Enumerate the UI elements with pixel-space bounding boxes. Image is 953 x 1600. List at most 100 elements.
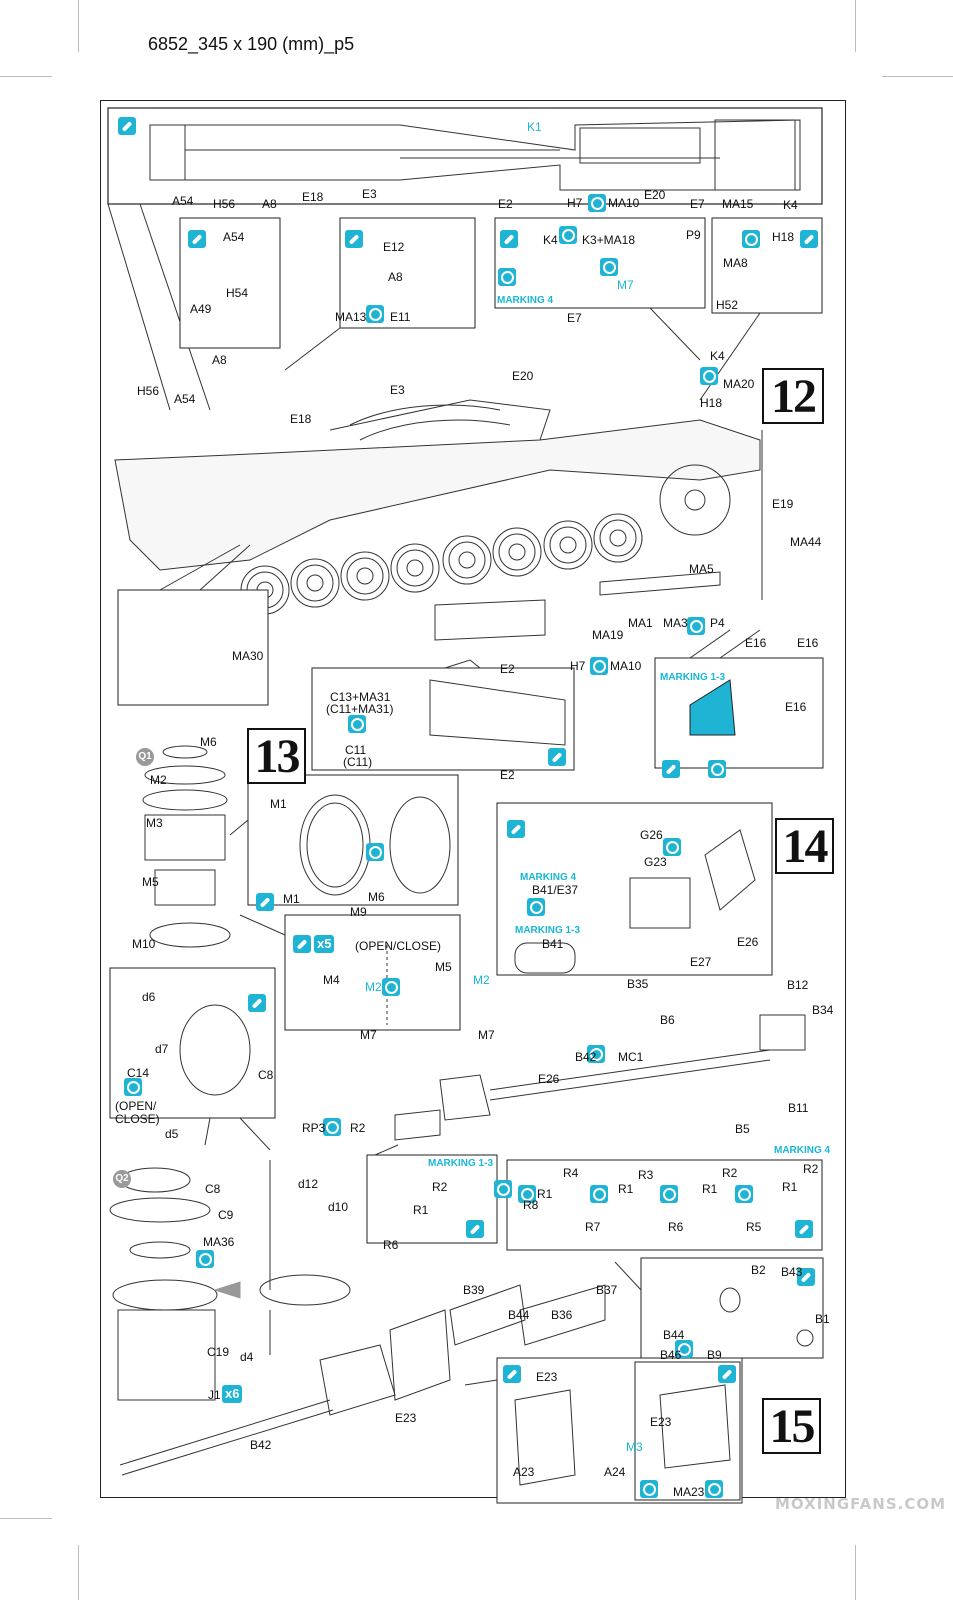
crop-mark [0, 76, 52, 77]
marking-4-label: MARKING 4 [774, 1145, 831, 1156]
part-label: A54 [174, 392, 196, 406]
part-label: MA36 [203, 1235, 235, 1249]
part-label: E2 [500, 662, 515, 676]
part-label: B41/E37 [532, 883, 579, 897]
paint-icon [660, 1185, 678, 1203]
marking-4-label: MARKING 4 [497, 295, 554, 306]
paint-icon [663, 838, 681, 856]
part-label: M3 [626, 1440, 643, 1454]
page-header: 6852_345 x 190 (mm)_p5 [148, 34, 355, 54]
part-label: P9 [686, 228, 701, 242]
part-label: A8 [262, 197, 277, 211]
part-label: B1 [815, 1312, 830, 1326]
part-label: E20 [644, 188, 666, 202]
part-label: (C11) [343, 755, 373, 769]
marking-1-3-label: MARKING 1-3 [428, 1158, 494, 1169]
x6-multiplier: x6 [222, 1385, 243, 1403]
road-wheel [340, 551, 390, 601]
part-label: C14 [127, 1066, 150, 1080]
road-wheel [390, 543, 440, 593]
part-label: MA20 [723, 377, 755, 391]
road-wheel [508, 543, 526, 561]
road-wheel [549, 526, 587, 564]
paint-icon [587, 1045, 605, 1063]
part-label: R2 [722, 1166, 738, 1180]
part-label: M5 [435, 960, 452, 974]
part-label: A54 [172, 194, 194, 208]
part-label: B43 [781, 1265, 803, 1279]
part-label: MA5 [689, 562, 714, 576]
part-label: MA10 [608, 196, 640, 210]
part-label: E19 [772, 497, 794, 511]
road-wheel [593, 513, 643, 563]
crop-mark [78, 0, 79, 52]
part-label: d12 [298, 1177, 319, 1191]
part-label: B46 [660, 1348, 682, 1362]
part-label: d7 [155, 1042, 169, 1056]
part-label: M2 [365, 980, 382, 994]
part-label: M2 [150, 773, 167, 787]
paint-icon [366, 843, 384, 861]
part-label: E26 [538, 1072, 560, 1086]
part-label: M6 [200, 735, 217, 749]
part-label: C8 [258, 1068, 274, 1082]
glue-icon [118, 117, 136, 135]
part-label: E3 [362, 187, 377, 201]
road-wheel [442, 535, 492, 585]
paint-icon [640, 1480, 658, 1498]
part-label: B37 [596, 1283, 618, 1297]
paint-icon [498, 268, 516, 286]
part-label: M7 [617, 278, 634, 292]
crop-mark [855, 0, 856, 52]
part-label: H7 [567, 196, 583, 210]
part-label: MA1 [628, 616, 653, 630]
part-label: E27 [690, 955, 712, 969]
part-label: E7 [567, 311, 582, 325]
paint-icon [196, 1250, 214, 1268]
part-label: H56 [213, 197, 236, 211]
part-label: R1 [537, 1187, 553, 1201]
paint-icon [700, 367, 718, 385]
road-wheel [559, 536, 577, 554]
part-label: H7 [570, 659, 586, 673]
part-label: H52 [716, 298, 739, 312]
paint-icon [348, 715, 366, 733]
road-wheel [498, 533, 536, 571]
part-label: R8 [523, 1198, 539, 1212]
part-label: M2 [473, 973, 490, 987]
paint-icon [708, 760, 726, 778]
road-wheel [406, 559, 424, 577]
glue-icon [188, 230, 206, 248]
part-label: R7 [585, 1220, 601, 1234]
road-wheel [396, 549, 434, 587]
part-label: R3 [638, 1168, 654, 1182]
glue-icon [248, 994, 266, 1012]
step-number-14: 14 [775, 818, 834, 874]
paint-icon [705, 1480, 723, 1498]
paint-icon [518, 1185, 536, 1203]
part-label: K4 [783, 198, 798, 212]
part-label: R2 [350, 1121, 366, 1135]
part-label: B35 [627, 977, 649, 991]
part-label-k1: K1 [527, 120, 542, 134]
glue-icon [500, 230, 518, 248]
part-label: M3 [146, 816, 163, 830]
part-label: M7 [478, 1028, 495, 1042]
paint-icon [742, 230, 760, 248]
open-close-label: (OPEN/ CLOSE) [115, 1099, 160, 1126]
road-wheel [356, 567, 374, 585]
part-label: E16 [745, 636, 767, 650]
part-label: d10 [328, 1200, 349, 1214]
paint-icon [675, 1340, 693, 1358]
part-label: M1 [270, 797, 287, 811]
part-label: d6 [142, 990, 156, 1004]
part-label: M5 [142, 875, 159, 889]
part-label: B2 [751, 1263, 766, 1277]
part-label: C9 [218, 1208, 234, 1222]
part-label: MA15 [722, 197, 754, 211]
crop-mark [78, 1545, 79, 1600]
part-label: B34 [812, 1003, 834, 1017]
part-label: E16 [797, 636, 819, 650]
part-label: E2 [498, 197, 513, 211]
